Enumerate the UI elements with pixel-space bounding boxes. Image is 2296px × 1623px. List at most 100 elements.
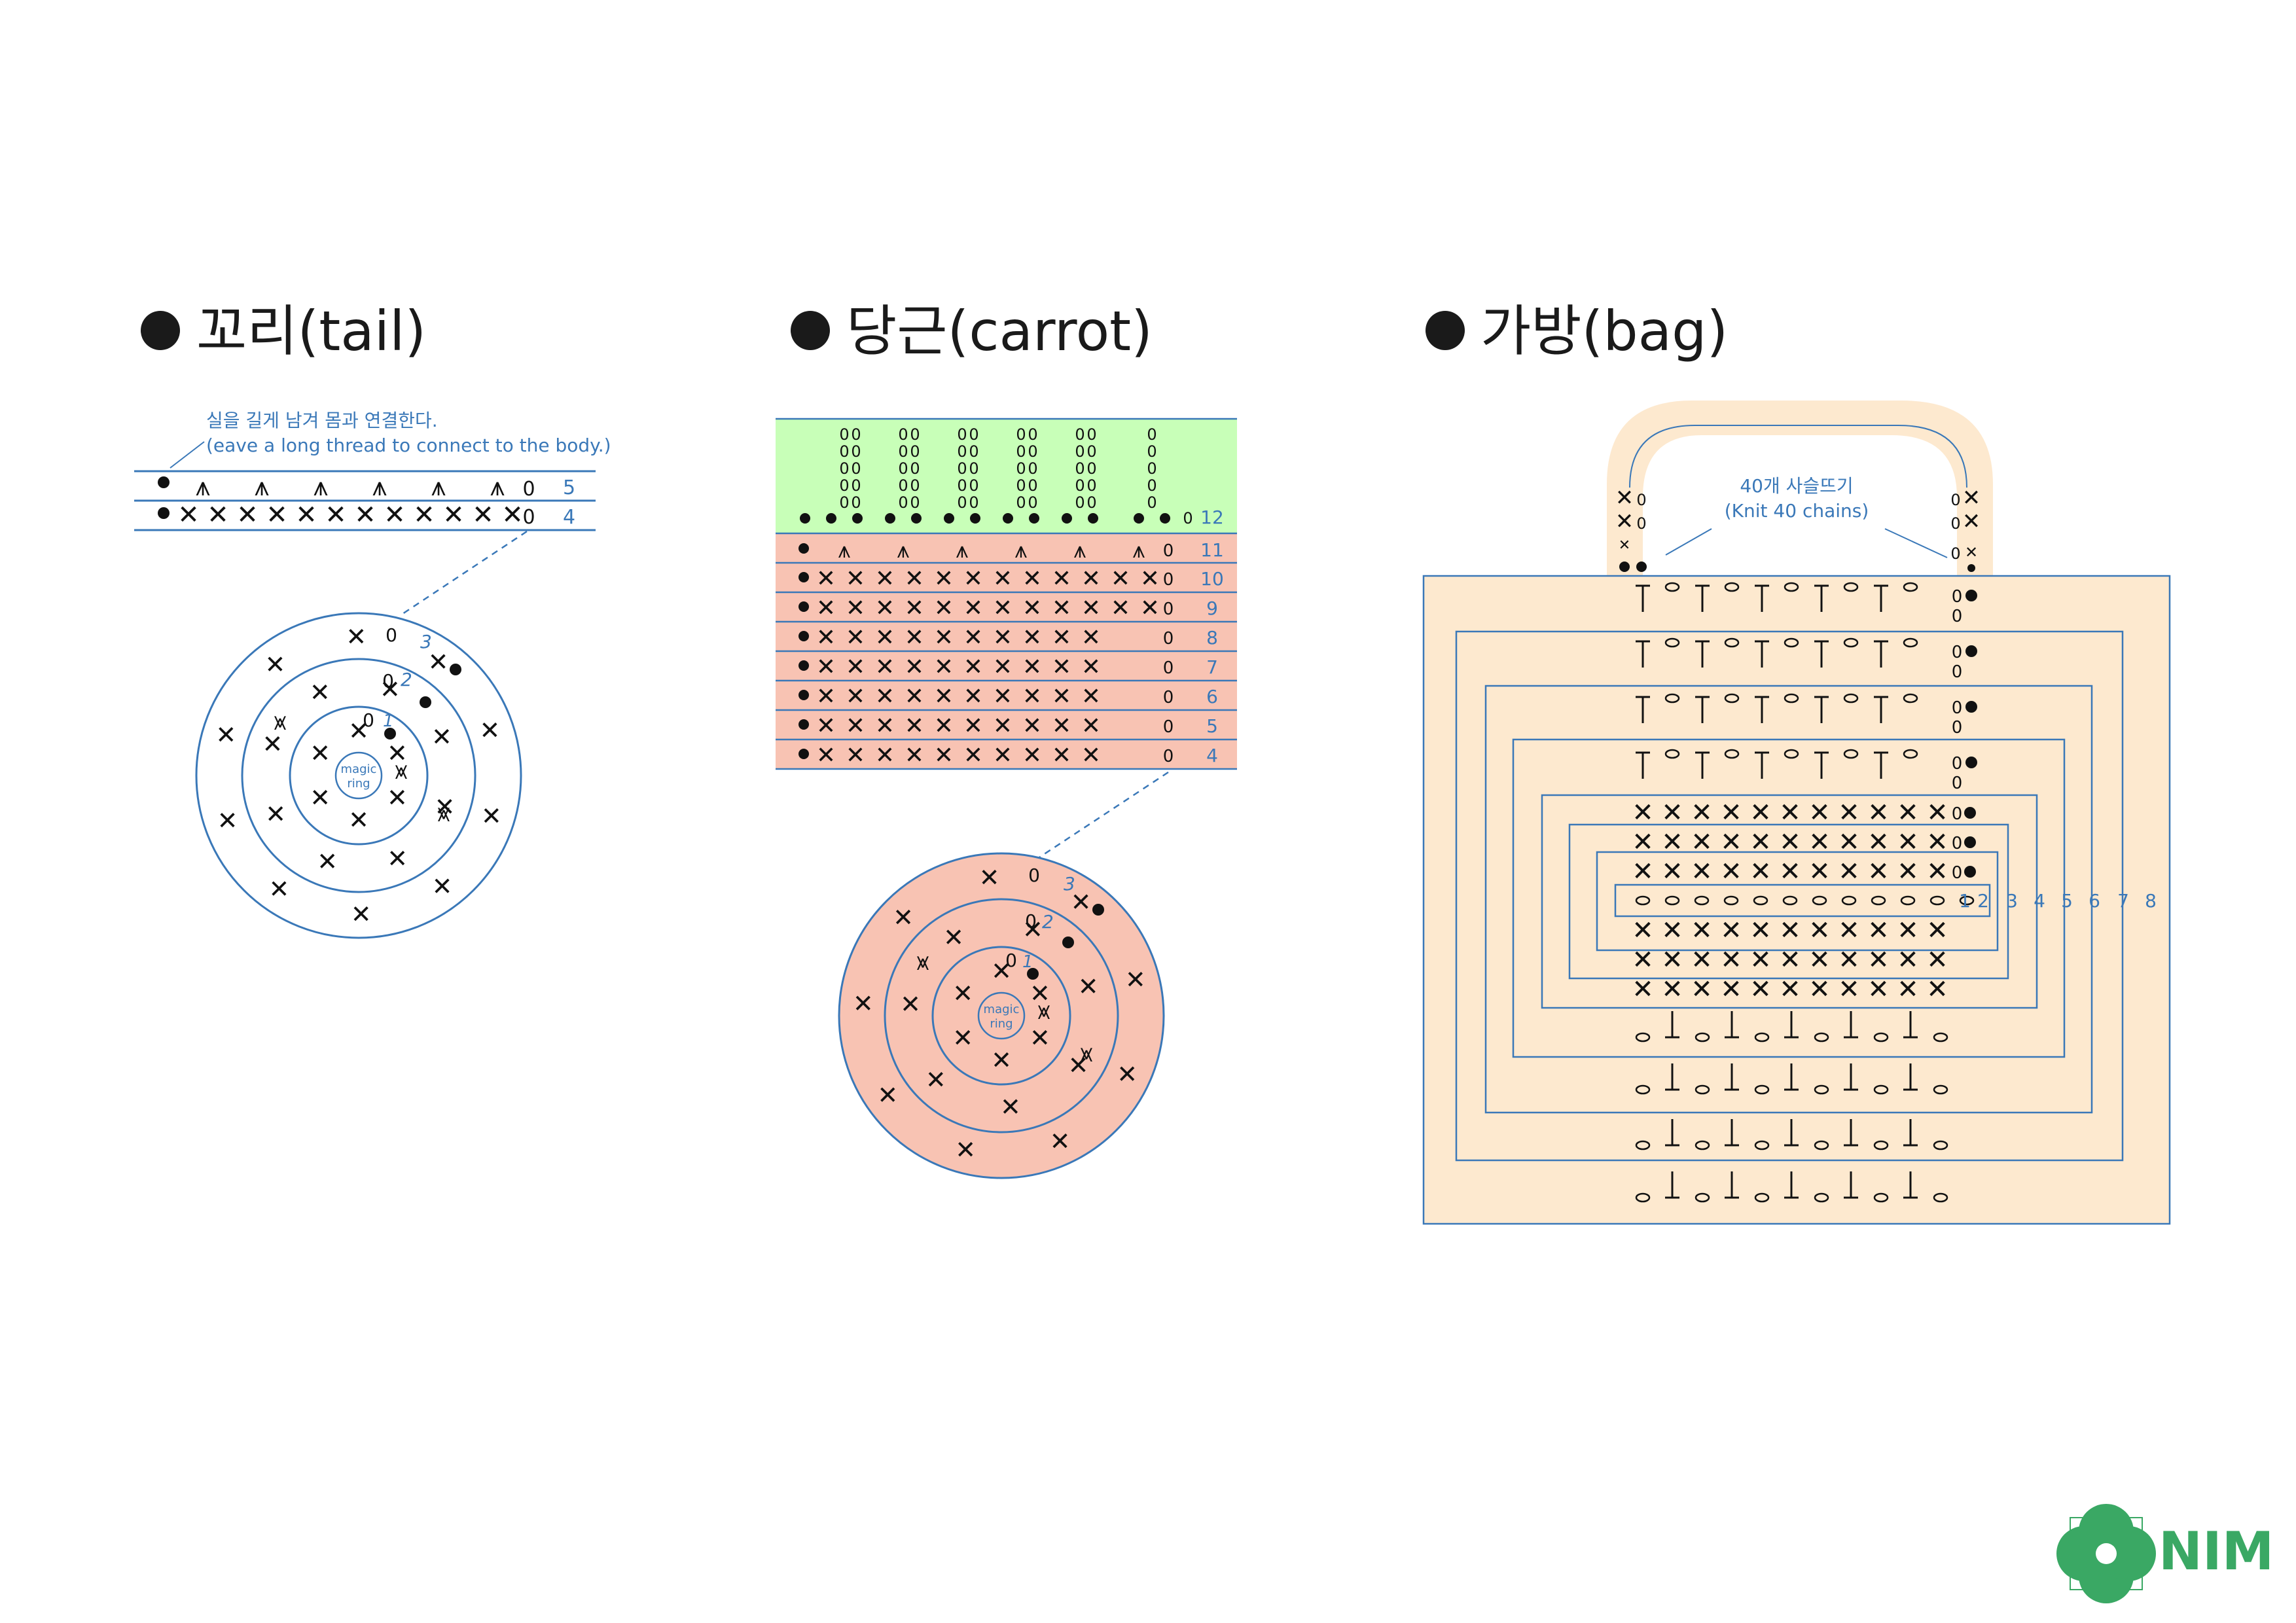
increase-stitch-icon: ⩙ — [395, 758, 407, 785]
single-crochet-icon: ✕ — [993, 742, 1013, 769]
chain-stitch-icon — [1724, 582, 1740, 592]
single-crochet-icon: ✕ — [979, 863, 1000, 892]
single-crochet-icon: ✕ — [963, 742, 983, 769]
handle-leader-line — [1665, 528, 1712, 556]
single-crochet-icon: ✕ — [1926, 945, 1948, 975]
chain-stitch-icon — [1843, 693, 1859, 704]
single-crochet-icon: ✕ — [325, 500, 347, 530]
chain-stitch-icon: 0 — [1950, 544, 1960, 563]
single-crochet-icon: ✕ — [900, 990, 921, 1019]
single-crochet-icon: ✕ — [1022, 654, 1042, 681]
double-crochet-icon — [1844, 1011, 1858, 1039]
carrot-row-lines — [776, 418, 1237, 770]
single-crochet-icon: ✕ — [1867, 945, 1890, 975]
chain-stitch-icon: 0 — [1183, 509, 1193, 527]
increase-stitch-icon: ⩙ — [916, 950, 929, 976]
chain-stitch-icon — [1814, 1140, 1829, 1150]
single-crochet-icon: ✕ — [853, 990, 874, 1018]
double-crochet-icon — [1725, 1119, 1739, 1147]
single-crochet-icon: ✕ — [310, 678, 331, 707]
chain-stitch-icon — [1754, 1192, 1770, 1203]
round-2-ring — [241, 658, 476, 893]
single-crochet-icon: ✕ — [955, 1135, 976, 1164]
chain-stitch-icon — [1933, 1140, 1948, 1150]
slip-stitch-icon — [450, 664, 461, 675]
single-crochet-icon: ✕ — [1720, 945, 1742, 975]
chain-stitch-icon: 0 — [382, 670, 394, 692]
single-crochet-icon: ✕ — [1838, 798, 1860, 828]
single-crochet-icon: ✕ — [1052, 654, 1071, 681]
single-crochet-icon: ✕ — [905, 595, 924, 622]
handle-chain-line — [1629, 425, 1967, 488]
chain-stitch-icon: 0 — [1163, 717, 1174, 737]
single-crochet-icon: ✕ — [1661, 945, 1683, 975]
single-crochet-icon: ✕ — [846, 654, 865, 681]
round-number: 3 — [2006, 890, 2018, 912]
chain-stitch-icon: 0 — [910, 493, 920, 512]
brand-name: NIM — [2159, 1521, 2274, 1582]
single-crochet-icon: ✕ — [1081, 624, 1101, 651]
single-crochet-icon: ✕ — [268, 875, 289, 904]
chain-stitch-icon: 0 — [969, 476, 978, 495]
chain-stitch-icon — [1933, 1032, 1948, 1043]
chain-stitch-icon: 0 — [898, 459, 908, 478]
chain-stitch-icon: 0 — [1952, 774, 1963, 793]
handle-note-en: (Knit 40 chains) — [1725, 500, 1869, 522]
chain-stitch-icon: 0 — [851, 425, 861, 444]
chain-stitch-icon — [1635, 895, 1651, 906]
round-number: 5 — [2061, 890, 2073, 912]
chain-stitch-icon: 0 — [1952, 718, 1963, 738]
single-crochet-icon: ✕ — [1068, 1051, 1089, 1080]
double-crochet-icon — [1725, 1171, 1739, 1199]
decrease-stitch-icon: ⩚ — [1132, 537, 1145, 563]
decrease-stitch-icon: ⩚ — [1014, 537, 1027, 563]
chain-stitch-icon: 0 — [1086, 442, 1096, 461]
single-crochet-icon: ✕ — [1779, 798, 1801, 828]
dashed-connector — [402, 530, 528, 615]
single-crochet-icon: ✕ — [1052, 624, 1071, 651]
chain-stitch-icon — [1873, 1032, 1889, 1043]
chain-stitch-icon — [1724, 637, 1740, 648]
chain-stitch-icon: 0 — [839, 476, 849, 495]
slip-stitch-icon — [1636, 562, 1647, 572]
single-crochet-icon: ✕ — [846, 595, 865, 622]
single-crochet-icon: ✕ — [1749, 827, 1772, 857]
dashed-connector — [1039, 771, 1169, 859]
row-number: 12 — [1200, 507, 1224, 528]
single-crochet-icon: ✕ — [875, 742, 895, 769]
bag-header: 가방(bag) — [1426, 299, 1728, 363]
chain-stitch-icon: 0 — [1086, 493, 1096, 512]
chain-stitch-icon — [1873, 1084, 1889, 1095]
single-crochet-icon: ✕ — [387, 844, 408, 873]
single-crochet-icon: ✕ — [1661, 916, 1683, 946]
round-outline — [1422, 575, 2171, 1225]
chain-stitch-icon: 0 — [851, 459, 861, 478]
tail-diagram: 실을 길게 남겨 몸과 연결한다. (eave a long thread to… — [134, 410, 611, 939]
single-crochet-icon: ✕ — [1779, 827, 1801, 857]
single-crochet-icon: ✕ — [1691, 827, 1713, 857]
single-crochet-icon: ✕ — [934, 624, 954, 651]
single-crochet-icon: ✕ — [1691, 798, 1713, 828]
chain-stitch-icon: 0 — [1028, 493, 1037, 512]
single-crochet-icon: ✕ — [963, 654, 983, 681]
chain-stitch-icon — [1873, 1140, 1889, 1150]
slip-stitch-icon — [798, 749, 809, 759]
chain-stitch-icon — [1724, 749, 1740, 759]
double-crochet-icon — [1784, 1171, 1799, 1199]
single-crochet-icon: ✕ — [1808, 916, 1831, 946]
slip-stitch-icon — [1062, 513, 1072, 524]
magic-ring — [334, 751, 383, 800]
single-crochet-icon: ✕ — [1867, 857, 1890, 887]
slip-stitch-icon — [1965, 645, 1977, 657]
single-crochet-icon: ✕ — [1111, 595, 1130, 622]
chain-stitch-icon — [1929, 895, 1945, 906]
chain-stitch-icon — [1664, 637, 1680, 648]
single-crochet-icon: ✕ — [1779, 857, 1801, 887]
single-crochet-icon: ✕ — [1111, 565, 1130, 592]
single-crochet-icon: ✕ — [1022, 742, 1042, 769]
chain-stitch-icon — [1873, 1192, 1889, 1203]
row-number: 4 — [1206, 745, 1218, 766]
round-1-ring — [931, 946, 1071, 1086]
brand-logo: NIM — [2056, 1504, 2274, 1603]
